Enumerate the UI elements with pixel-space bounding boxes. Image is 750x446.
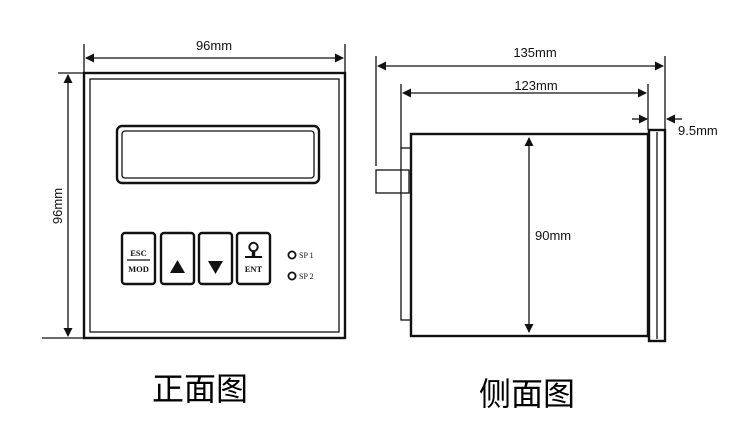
sp2-indicator: SP 2 — [287, 271, 314, 281]
front-width-label: 96mm — [196, 38, 232, 53]
esc-mod-button[interactable]: ESC MOD — [120, 231, 157, 286]
side-view-caption: 侧面图 — [479, 375, 575, 413]
up-button-frame[interactable] — [159, 231, 196, 286]
ent-label: ENT — [245, 264, 263, 274]
up-button[interactable] — [159, 231, 196, 286]
lcd-display-outer — [115, 124, 321, 185]
side-panel-thickness-label: 9.5mm — [678, 123, 718, 138]
side-total-depth-label: 135mm — [513, 45, 556, 60]
down-arrow-icon — [208, 261, 223, 274]
sp2-led-icon — [287, 271, 297, 281]
lcd-display-inner — [121, 130, 315, 179]
enter-symbol-icon — [245, 241, 262, 258]
side-height-label: 90mm — [535, 228, 571, 243]
sp2-label: SP 2 — [299, 272, 314, 281]
up-arrow-icon — [170, 260, 185, 273]
front-view: 96mm 96mm ESC MOD — [42, 38, 347, 408]
sp1-indicator: SP 1 — [287, 250, 314, 260]
ent-button-frame[interactable] — [235, 231, 272, 286]
sp1-label: SP 1 — [299, 251, 314, 260]
front-bezel-outer — [82, 71, 347, 340]
front-bezel-side — [647, 128, 667, 343]
esc-mod-button-frame[interactable] — [120, 231, 157, 286]
down-button[interactable] — [197, 231, 234, 286]
side-view: 135mm 123mm 9.5mm 90mm 侧面图 — [375, 45, 718, 413]
front-view-caption: 正面图 — [152, 370, 248, 408]
sp1-led-icon — [287, 250, 297, 260]
side-body-depth-label: 123mm — [514, 78, 557, 93]
esc-label: ESC — [130, 248, 147, 258]
mod-label: MOD — [128, 264, 149, 274]
front-bezel-inner — [89, 78, 340, 333]
down-button-frame[interactable] — [197, 231, 234, 286]
front-height-label: 96mm — [50, 188, 65, 224]
rear-connector — [375, 169, 410, 194]
ent-button[interactable]: ENT — [235, 231, 272, 286]
